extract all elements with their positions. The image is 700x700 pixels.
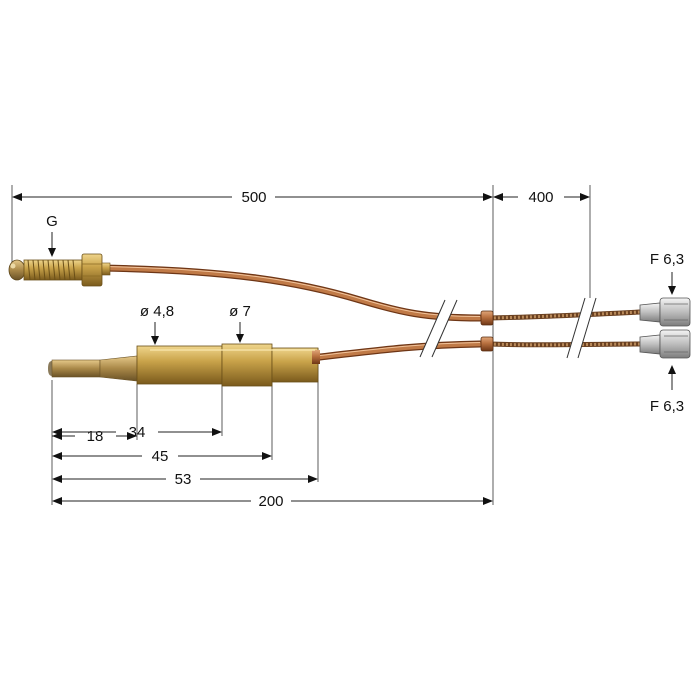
dim-label-45: 45	[152, 448, 169, 465]
dim-label-500: 500	[241, 189, 266, 206]
dim-label-200: 200	[258, 493, 283, 510]
dimension-500: 500	[12, 189, 493, 206]
callout-arrow-connector-bottom	[668, 365, 676, 390]
dim-label-400: 400	[528, 189, 553, 206]
callout-arrow-connector-top	[668, 272, 676, 295]
dim-label-18: 18	[87, 428, 104, 445]
crimp-ferrule-lower	[480, 336, 494, 352]
label-thread-g: G	[46, 213, 58, 230]
braided-wire-lower	[489, 341, 641, 348]
threaded-nut-fitting	[8, 253, 111, 287]
spade-connector-lower	[639, 329, 691, 359]
probe-tip	[48, 355, 138, 382]
probe-sleeve	[136, 343, 320, 387]
label-connector-top: F 6,3	[650, 251, 684, 268]
crimp-ferrule-upper	[480, 310, 494, 326]
dimension-45: 45	[52, 448, 272, 465]
callout-arrow-dia-7	[236, 322, 244, 343]
copper-capillary-upper	[96, 264, 484, 322]
dimension-400: 400	[493, 189, 590, 206]
dimension-200: 200	[52, 493, 493, 510]
braided-wire-upper	[489, 309, 641, 321]
dim-label-53: 53	[175, 471, 192, 488]
dimension-18: 18	[52, 428, 137, 445]
label-connector-bottom: F 6,3	[650, 398, 684, 415]
break-marks	[419, 297, 597, 359]
dimension-34: 34	[52, 424, 222, 441]
label-diameter-7: ø 7	[229, 303, 251, 320]
label-diameter-4-8: ø 4,8	[140, 303, 174, 320]
callout-arrow-g	[48, 232, 56, 257]
dimension-53: 53	[52, 471, 318, 488]
dim-label-34: 34	[129, 424, 146, 441]
copper-capillary-lower	[316, 340, 484, 361]
spade-connector-upper	[639, 297, 691, 327]
callout-arrow-dia-4-8	[151, 322, 159, 345]
